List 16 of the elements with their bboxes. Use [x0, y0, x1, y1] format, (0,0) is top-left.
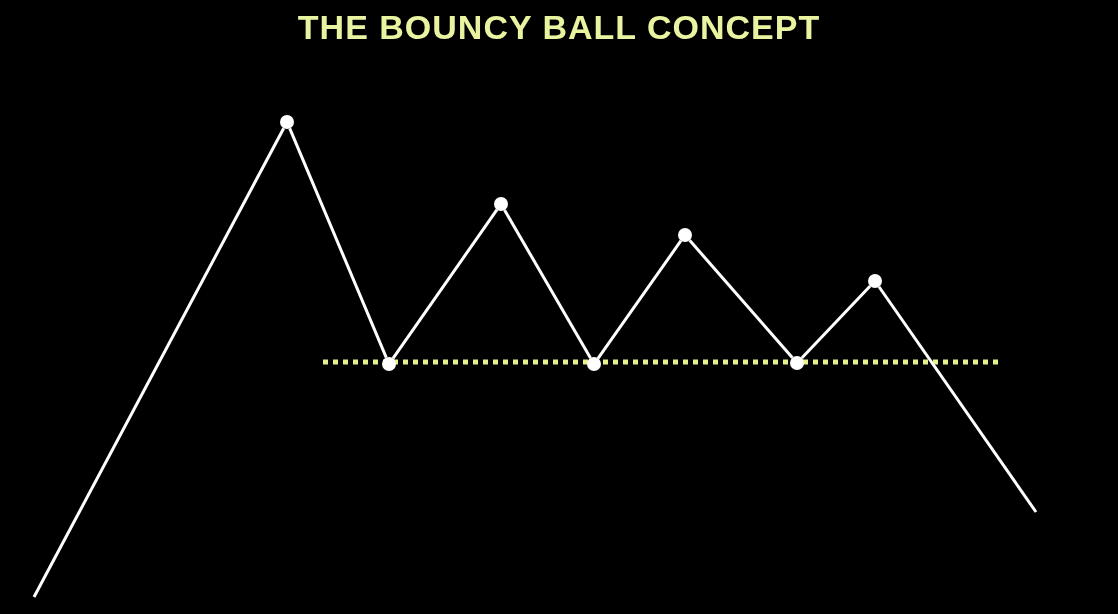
- line-segment: [688, 239, 794, 359]
- line-segment: [391, 208, 499, 360]
- point-marker: [678, 228, 692, 242]
- line-segment: [503, 209, 592, 359]
- point-marker: [382, 357, 396, 371]
- line-segment: [800, 285, 872, 359]
- line-segment: [877, 285, 1038, 513]
- point-marker: [587, 357, 601, 371]
- line-segment: [32, 127, 286, 598]
- line-segment: [596, 239, 683, 360]
- line-segment: [288, 127, 388, 359]
- point-marker: [790, 356, 804, 370]
- diagram-title: THE BOUNCY BALL CONCEPT: [297, 8, 821, 46]
- point-marker: [868, 274, 882, 288]
- point-marker: [280, 115, 294, 129]
- point-marker: [494, 197, 508, 211]
